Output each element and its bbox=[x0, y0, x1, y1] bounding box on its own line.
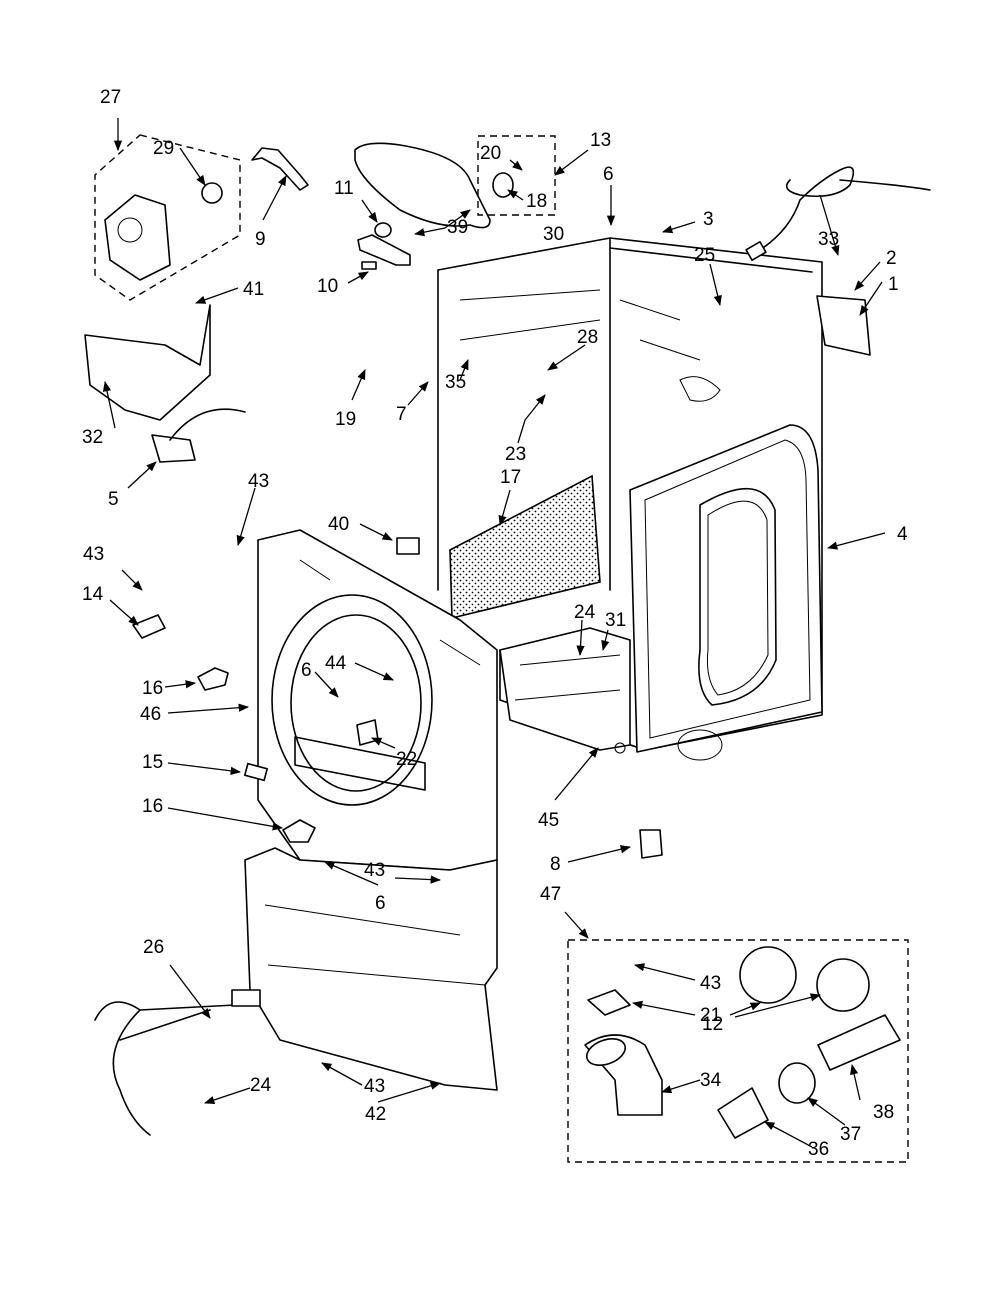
callout-16-upper: 16 bbox=[142, 678, 163, 699]
callout-39: 39 bbox=[447, 217, 468, 238]
callout-36: 36 bbox=[808, 1139, 829, 1160]
callout-27: 27 bbox=[100, 87, 121, 108]
callout-43-a: 43 bbox=[248, 471, 269, 492]
idler-pulley-box-part-13 bbox=[477, 135, 556, 216]
switch-part-5 bbox=[151, 408, 246, 463]
callout-17: 17 bbox=[500, 467, 521, 488]
callout-14: 14 bbox=[82, 584, 104, 605]
callout-43-e: 43 bbox=[364, 1076, 385, 1097]
callout-5: 5 bbox=[108, 489, 119, 510]
wire-harness-part-26 bbox=[94, 994, 256, 1136]
bracket-part-14 bbox=[132, 614, 166, 639]
power-cord-part-33 bbox=[745, 166, 931, 261]
hinge-part-16-lower bbox=[282, 819, 316, 843]
callout-24-lower: 24 bbox=[250, 1075, 272, 1096]
callout-10: 10 bbox=[317, 276, 338, 297]
callout-13: 13 bbox=[590, 130, 611, 151]
callout-19: 19 bbox=[335, 409, 356, 430]
callout-46: 46 bbox=[140, 704, 161, 725]
callout-25: 25 bbox=[694, 245, 715, 266]
callout-20: 20 bbox=[480, 143, 501, 164]
callout-11: 11 bbox=[334, 178, 354, 199]
callout-3: 3 bbox=[703, 209, 714, 230]
hinge-part-16-upper bbox=[197, 667, 229, 691]
toe-panel-part-42 bbox=[244, 847, 498, 1091]
callout-24-upper: 24 bbox=[574, 602, 596, 623]
callout-6-mid: 6 bbox=[301, 660, 312, 681]
callout-34: 34 bbox=[700, 1070, 722, 1091]
bracket-part-9 bbox=[251, 147, 309, 191]
callout-43-c: 43 bbox=[364, 860, 385, 881]
callout-6-top: 6 bbox=[603, 164, 614, 185]
callout-28: 28 bbox=[577, 327, 598, 348]
callout-33: 33 bbox=[818, 229, 839, 250]
side-panel-part-4 bbox=[629, 424, 823, 761]
callout-2: 2 bbox=[886, 248, 897, 269]
pulley-part-11 bbox=[374, 222, 392, 238]
callout-35: 35 bbox=[445, 372, 466, 393]
callout-4: 4 bbox=[897, 524, 908, 545]
callout-7: 7 bbox=[396, 404, 407, 425]
callout-15: 15 bbox=[142, 752, 163, 773]
leveling-foot-part-8 bbox=[639, 829, 663, 859]
callout-45: 45 bbox=[538, 810, 559, 831]
cabinet-part-25 bbox=[437, 237, 823, 751]
idler-bracket-part-39 bbox=[357, 234, 411, 266]
part-22 bbox=[356, 719, 379, 746]
callout-40: 40 bbox=[328, 514, 349, 535]
callout-32: 32 bbox=[82, 427, 103, 448]
callout-8: 8 bbox=[550, 854, 561, 875]
callout-41: 41 bbox=[243, 279, 264, 300]
part-15 bbox=[243, 762, 269, 782]
bracket-part-1 bbox=[816, 295, 871, 356]
callout-23: 23 bbox=[505, 444, 526, 465]
callout-37: 37 bbox=[840, 1124, 861, 1145]
callout-22: 22 bbox=[396, 749, 417, 770]
callout-43-b: 43 bbox=[83, 544, 104, 565]
callout-44: 44 bbox=[325, 653, 347, 674]
callout-30: 30 bbox=[543, 224, 564, 245]
callout-18: 18 bbox=[526, 191, 547, 212]
leader-lines bbox=[102, 118, 886, 1148]
callout-labels: 1 2 3 4 5 6 6 6 7 8 9 10 11 12 13 14 15 … bbox=[82, 87, 908, 1160]
motor-assembly-part-27 bbox=[94, 134, 241, 301]
callout-43-d: 43 bbox=[700, 973, 721, 994]
callout-6-low: 6 bbox=[375, 893, 386, 914]
exhaust-kit-part-47 bbox=[567, 939, 909, 1163]
callout-38: 38 bbox=[873, 1102, 894, 1123]
belt-part-30 bbox=[354, 142, 491, 229]
harness-connector bbox=[231, 989, 261, 1007]
motor-mount-part-32 bbox=[84, 304, 211, 421]
callout-9: 9 bbox=[255, 229, 266, 250]
callout-26: 26 bbox=[143, 937, 164, 958]
base-part-45 bbox=[499, 627, 631, 754]
callout-31: 31 bbox=[605, 610, 626, 631]
callout-29: 29 bbox=[153, 138, 174, 159]
callout-1: 1 bbox=[888, 274, 899, 295]
spring-part-10 bbox=[361, 261, 377, 270]
callout-42: 42 bbox=[365, 1104, 386, 1125]
rear-bulkhead-filter-part-17 bbox=[449, 474, 601, 620]
callout-47: 47 bbox=[540, 884, 561, 905]
callout-16-lower: 16 bbox=[142, 796, 163, 817]
part-40 bbox=[396, 537, 420, 555]
idler-pulley-part-18 bbox=[492, 172, 514, 198]
callout-12: 12 bbox=[702, 1014, 723, 1035]
callout-21: 21 bbox=[700, 1005, 721, 1026]
